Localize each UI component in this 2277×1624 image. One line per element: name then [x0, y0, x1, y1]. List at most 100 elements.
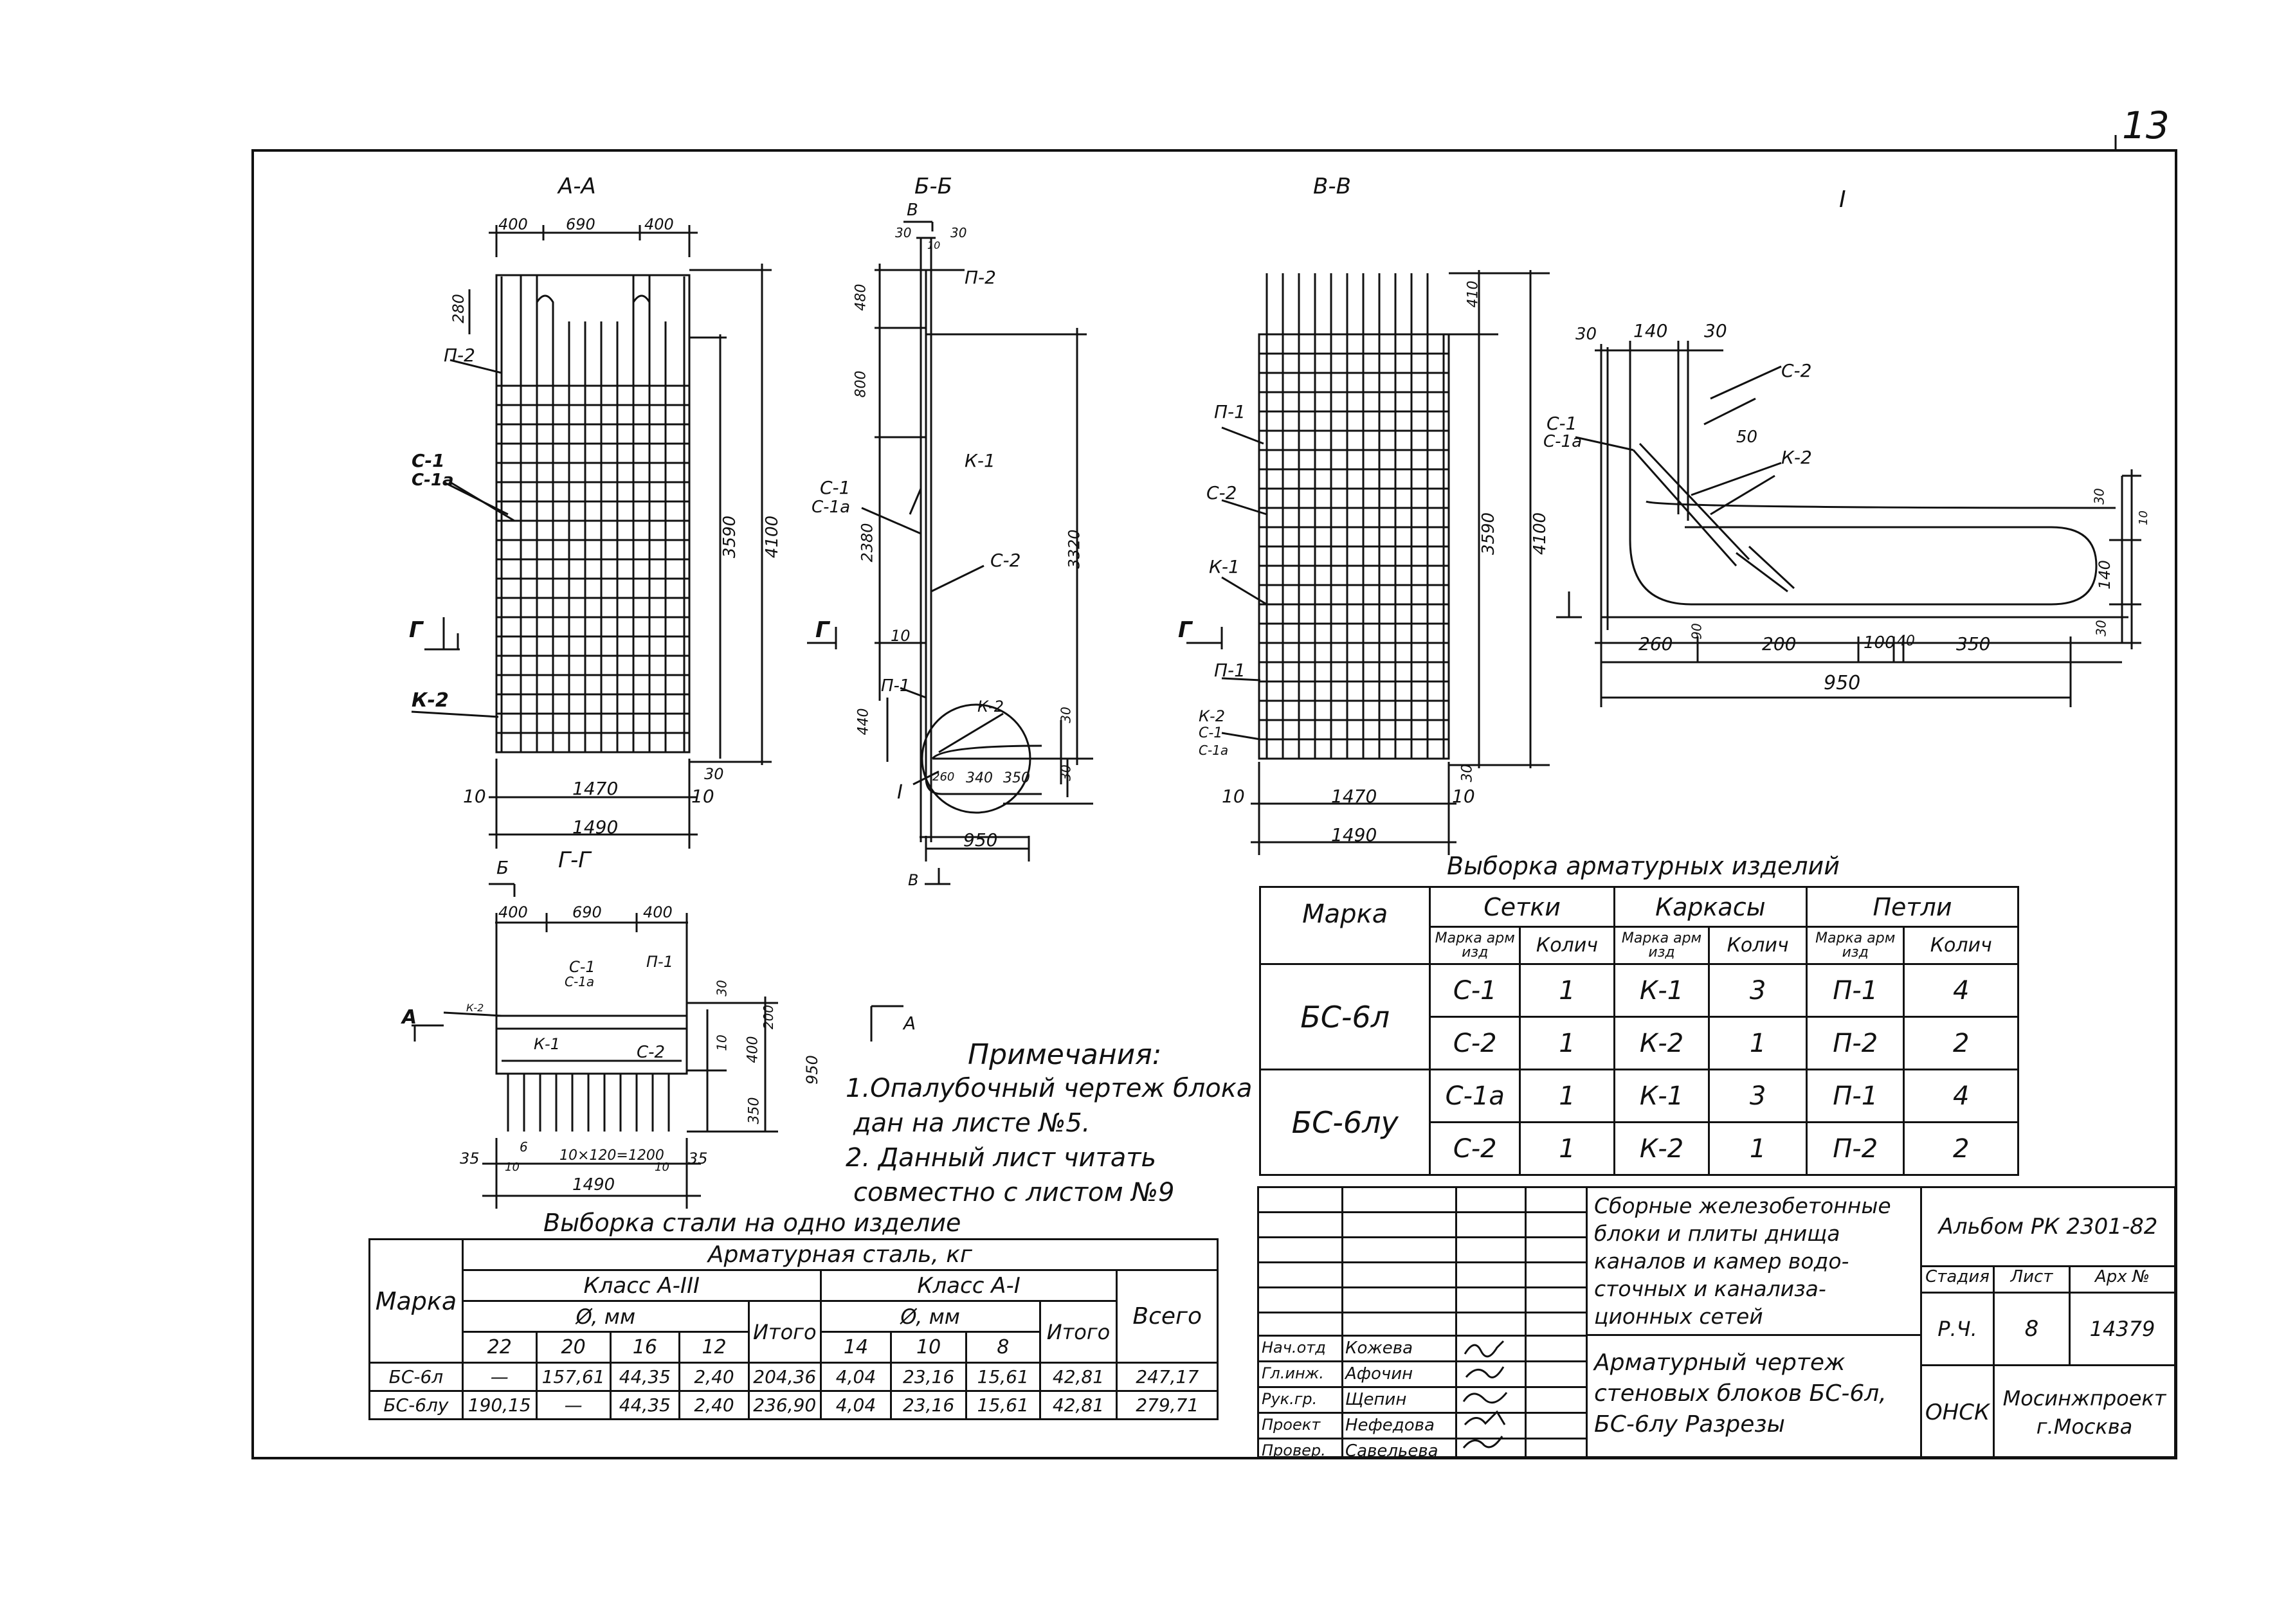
table-row: БС-6л — 157,61 44,35 2,40 204,36 4,04 23…: [368, 1362, 1219, 1392]
label-bb-c1a: С-1а: [812, 498, 851, 517]
signature-rows: Нач.отд Кожева Гл.инж. Афочин Рук.гр. Ще…: [1259, 1335, 1586, 1463]
stage-header: Стадия: [1922, 1267, 1995, 1292]
steel-diam-10: 10: [890, 1331, 967, 1364]
steel-cell: БС-6лу: [368, 1390, 464, 1420]
armature-subheader-kolich-setki: Колич: [1519, 926, 1615, 965]
project-name-cell: Сборные железобетонные блоки и плиты дни…: [1586, 1188, 1920, 1336]
armature-cell: 4: [1903, 963, 2019, 1018]
table-row: БС-6лу С-1а 1 К-1 3 П-1 4: [1258, 1069, 2019, 1176]
dim-bb-950: 950: [963, 829, 998, 851]
dim-bb-30-right-b: 30: [1058, 764, 1074, 781]
section-mark-vv-g: Г: [1178, 617, 1192, 643]
armature-cell: К-1: [1613, 963, 1710, 1018]
dim-detail-50: 50: [1736, 428, 1758, 447]
notes-title: Примечания:: [968, 1038, 1162, 1071]
view-vv-title: В-В: [1313, 174, 1351, 199]
dim-aa-3590: 3590: [720, 515, 740, 559]
dim-aa-10-left: 10: [463, 786, 486, 807]
project-line: ционных сетей: [1594, 1304, 1763, 1329]
dim-vv-4100: 4100: [1530, 512, 1550, 555]
label-bb-c2: С-2: [990, 550, 1021, 571]
steel-diam-8: 8: [965, 1331, 1041, 1364]
dim-bb-3320: 3320: [1065, 529, 1084, 569]
armature-subheader-marka-karkasy: Марка арм изд: [1613, 926, 1710, 965]
page-number: 13: [2122, 104, 2170, 147]
label-detail-c1a: С-1а: [1543, 432, 1583, 451]
armature-subheader-marka-petli: Марка арм изд: [1805, 926, 1905, 965]
armature-cell: С-2: [1429, 1121, 1521, 1176]
steel-cell: 4,04: [819, 1362, 893, 1392]
label-aa-p2: П-2: [444, 345, 475, 366]
dim-bb-30-left: 30: [895, 225, 912, 240]
dim-vv-10-right: 10: [1452, 786, 1475, 807]
label-vv-p1-bottom: П-1: [1214, 660, 1246, 681]
signature-role: Проект: [1262, 1416, 1321, 1434]
dim-vv-410: 410: [1465, 280, 1482, 308]
dim-bb-30-right-a: 30: [1058, 707, 1074, 723]
note-line-4: совместно с листом №9: [853, 1178, 1175, 1207]
dim-aa-30: 30: [704, 765, 724, 783]
section-mark-aa-g: Г: [409, 617, 423, 643]
steel-diam-12: 12: [678, 1331, 750, 1364]
steel-cell: 157,61: [535, 1362, 612, 1392]
sheet-header: Лист: [1995, 1267, 2071, 1292]
section-mark-gg-b: Б: [496, 857, 509, 878]
signature-row: Гл.инж. Афочин: [1259, 1360, 1586, 1386]
armature-subheader-kolich-petli: Колич: [1903, 926, 2019, 965]
dim-detail-30-right: 30: [2091, 488, 2107, 505]
signature-person: Афочин: [1345, 1364, 1413, 1384]
steel-diam-14: 14: [819, 1331, 893, 1364]
view-bb-drawing: [807, 221, 1093, 885]
album-label: Альбом РК 2301-82: [1938, 1214, 2158, 1240]
title-block-signatures: Нач.отд Кожева Гл.инж. Афочин Рук.гр. Ще…: [1259, 1188, 1586, 1461]
dim-vv-10-left: 10: [1222, 786, 1245, 807]
armature-header-petli: Петли: [1805, 886, 2020, 928]
signature-col-divider: [1341, 1188, 1343, 1456]
dim-aa-690: 690: [566, 215, 595, 233]
note-line-1: 1.Опалубочный чертеж блока: [846, 1074, 1253, 1103]
signature-row: Рук.гр. Щепин: [1259, 1386, 1586, 1412]
dim-gg-400: 400: [745, 1036, 761, 1063]
armature-cell: К-2: [1613, 1121, 1710, 1176]
steel-diam-22: 22: [461, 1331, 538, 1364]
label-vv-k1: К-1: [1209, 556, 1240, 577]
dim-bb-480: 480: [853, 284, 869, 311]
signature-person: Савельева: [1345, 1441, 1438, 1461]
armature-marka-bs6l: БС-6л: [1258, 963, 1431, 1070]
armature-cell: К-1: [1613, 1069, 1710, 1123]
armature-cell: 1: [1708, 1016, 1808, 1070]
steel-cell: 236,90: [747, 1390, 822, 1420]
armature-table: Марка Сетки Каркасы Петли Марка арм изд …: [1258, 886, 2020, 1176]
label-detail-c2: С-2: [1781, 360, 1812, 381]
album-cell: Альбом РК 2301-82: [1922, 1188, 2174, 1267]
dim-gg-1490: 1490: [572, 1175, 615, 1195]
steel-header-diam-1: Ø, мм: [819, 1300, 1041, 1333]
dim-gg-200: 200: [761, 1004, 777, 1030]
armature-cell: П-2: [1805, 1121, 1905, 1176]
steel-cell: —: [535, 1390, 612, 1420]
org-name-line: г.Москва: [2036, 1414, 2133, 1439]
dim-detail-30-left: 30: [1575, 325, 1597, 344]
dim-aa-4100: 4100: [763, 515, 783, 559]
armature-cell: П-1: [1805, 963, 1905, 1018]
signature-row: Провер. Савельева: [1259, 1438, 1586, 1463]
steel-cell: БС-6л: [368, 1362, 464, 1392]
steel-cell: 279,71: [1116, 1390, 1219, 1420]
dim-detail-40: 40: [1897, 633, 1915, 649]
dim-detail-350: 350: [1956, 633, 1991, 654]
steel-cell: 190,15: [461, 1390, 538, 1420]
steel-cell: 42,81: [1039, 1390, 1118, 1420]
project-line: Сборные железобетонные: [1594, 1193, 1891, 1218]
view-gg-title: Г-Г: [558, 847, 591, 873]
view-aa-drawing: [411, 225, 772, 849]
label-vv-c1a: С-1а: [1199, 743, 1229, 758]
dim-detail-30-right: 30: [1704, 320, 1727, 341]
title-block-right: Альбом РК 2301-82 Стадия Лист Арх № Р.Ч.…: [1920, 1188, 2174, 1458]
signature-person: Нефедова: [1345, 1416, 1435, 1435]
org-name: Мосинжпроект г.Москва: [1995, 1366, 2174, 1458]
table-row: С-2 1 К-2 1 П-2 2: [1260, 1121, 2019, 1176]
signature-role: Рук.гр.: [1262, 1390, 1318, 1408]
armature-cell: 1: [1708, 1121, 1808, 1176]
table-row: БС-6л С-1 1 К-1 3 П-1 4: [1258, 963, 2019, 1070]
